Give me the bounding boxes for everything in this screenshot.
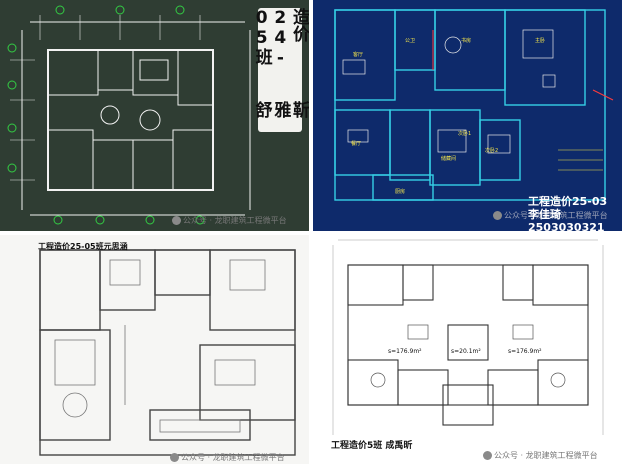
caption-line2: 李佳琦 (528, 208, 561, 221)
svg-text:主卧: 主卧 (535, 37, 545, 44)
wechat-icon (172, 216, 181, 225)
wechat-icon (493, 211, 502, 220)
watermark: 公众号 · 龙职建筑工程微平台 (483, 450, 598, 461)
svg-text:s=176.9m²: s=176.9m² (388, 348, 422, 355)
photo-cad-plan-2: 客厅 公卫 书房 主卧 餐厅 次卧1 储藏间 次卧2 厨房 公众号 · 龙职建筑… (313, 0, 622, 231)
floor-plan-drawing (7, 5, 251, 225)
caption-line1: 造价24-05班 (251, 8, 309, 68)
svg-text:客厅: 客厅 (353, 51, 363, 58)
caption: 工程造价5班 成禹昕 (331, 441, 413, 451)
printed-floor-plan: 公众号 · 龙职建筑工程微平台 (0, 235, 309, 464)
floor-plan-drawing: s=176.9m² s=20.1m² s=176.9m² (332, 239, 604, 435)
caption-block: 工程造价25-03 李佳琦 2503030321 (528, 195, 607, 234)
svg-text:次卧2: 次卧2 (485, 147, 498, 154)
caption-line3: 2503030321 (528, 221, 605, 234)
wechat-icon (483, 451, 492, 460)
photo-cad-plan-1: 造价24-05班 靳雅舒 公众号 · 龙职建筑工程微平台 (0, 0, 309, 231)
svg-text:餐厅: 餐厅 (351, 140, 361, 147)
floor-plan-drawing: 客厅 公卫 书房 主卧 餐厅 次卧1 储藏间 次卧2 厨房 (334, 9, 614, 201)
svg-text:s=20.1m²: s=20.1m² (451, 348, 481, 355)
svg-text:厨房: 厨房 (395, 188, 405, 195)
caption-line2: 靳雅舒 (251, 101, 309, 119)
svg-text:公卫: 公卫 (405, 38, 415, 44)
line-drawing-floor-plan: s=176.9m² s=20.1m² s=176.9m² 公众号 · 龙职建筑工… (313, 235, 622, 464)
watermark: 公众号 · 龙职建筑工程微平台 (493, 210, 608, 221)
svg-text:书房: 书房 (461, 37, 471, 44)
caption-line1: 工程造价25-03 (528, 195, 608, 208)
svg-text:s=176.9m²: s=176.9m² (508, 348, 542, 355)
watermark: 公众号 · 龙职建筑工程微平台 (172, 215, 287, 226)
svg-text:储藏间: 储藏间 (441, 155, 456, 162)
svg-text:次卧1: 次卧1 (458, 130, 471, 137)
watermark: 公众号 · 龙职建筑工程微平台 (170, 452, 285, 463)
caption-box: 造价24-05班 靳雅舒 (252, 8, 309, 132)
floor-plan-drawing (39, 249, 296, 456)
wechat-icon (170, 453, 179, 462)
caption: 工程造价25-05班元思涵 (38, 242, 128, 251)
